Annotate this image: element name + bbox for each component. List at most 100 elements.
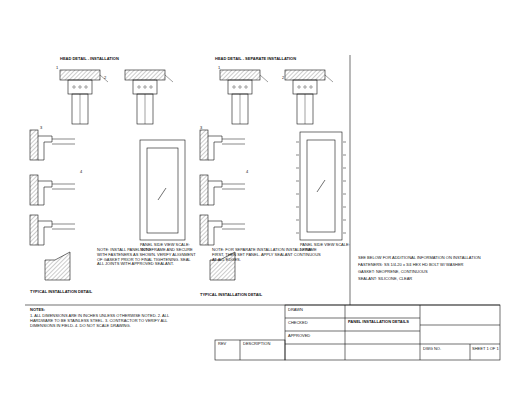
frame-profile <box>293 80 317 94</box>
panel-edge <box>52 189 75 190</box>
fastener <box>144 86 146 88</box>
sheet-label: 1 <box>218 66 224 71</box>
fastener-tick <box>296 207 299 208</box>
fastener-tick <box>343 220 346 221</box>
fastener <box>138 86 140 88</box>
frame-angle <box>38 181 52 205</box>
panel-edge <box>52 144 75 145</box>
sheet-label: TYPICAL INSTALLATION DETAIL <box>200 293 270 298</box>
panel-edge <box>222 224 245 225</box>
fastener <box>85 86 87 88</box>
frame-angle <box>38 136 52 160</box>
sheet-label: DWG NO. <box>423 347 468 352</box>
fastener-tick <box>296 233 299 234</box>
frame-profile <box>68 80 92 94</box>
sheet-label: APPROVED <box>288 334 338 339</box>
fastener-tick <box>343 155 346 156</box>
panel-edge <box>222 229 245 230</box>
sheet-label: 3 <box>200 126 206 131</box>
fastener-tick <box>296 220 299 221</box>
fastener-tick <box>343 207 346 208</box>
fastener-tick <box>296 194 299 195</box>
wall-section <box>220 70 260 80</box>
panel-edge <box>222 144 245 145</box>
door-elevation <box>140 140 185 240</box>
frame-angle <box>208 136 222 160</box>
jamb-section <box>200 175 208 205</box>
fastener <box>73 86 75 88</box>
fastener-tick <box>296 142 299 143</box>
wall-section <box>125 70 165 80</box>
jamb-section <box>200 215 208 245</box>
revision-box <box>215 340 285 360</box>
wall-section <box>60 70 100 80</box>
panel-edge <box>222 189 245 190</box>
sheet-label: NOTE: INSTALL PANEL INTO FRAME AND SECUR… <box>97 248 197 267</box>
sheet-label: NOTES: <box>30 308 70 313</box>
jamb-section <box>200 130 208 160</box>
panel-section <box>72 94 88 124</box>
fastener <box>150 86 152 88</box>
sheet-label: GASKET: NEOPRENE, CONTINUOUS <box>358 270 488 275</box>
fastener-tick <box>343 168 346 169</box>
sill-section <box>45 252 70 280</box>
center-line <box>305 94 306 124</box>
leader-line <box>165 75 173 82</box>
frame-profile <box>228 80 252 94</box>
fastener-tick <box>343 233 346 234</box>
panel-edge <box>52 229 75 230</box>
wall-section <box>285 70 325 80</box>
fastener <box>239 86 241 88</box>
fastener-tick <box>343 181 346 182</box>
fastener <box>245 86 247 88</box>
sheet-label: HEAD DETAIL - INSTALLATION <box>60 57 150 62</box>
jamb-section <box>30 130 38 160</box>
center-line <box>240 94 241 124</box>
panel-edge <box>52 184 75 185</box>
frame-angle <box>208 221 222 245</box>
sheet-label: SEE BELOW FOR ADDITIONAL INFORMATION ON … <box>358 256 488 261</box>
leader-line <box>325 75 333 82</box>
fastener-tick <box>296 168 299 169</box>
fastener <box>233 86 235 88</box>
center-line <box>80 94 81 124</box>
fastener-tick <box>343 142 346 143</box>
frame-angle <box>38 221 52 245</box>
fastener <box>298 86 300 88</box>
sheet-label: DESCRIPTION <box>243 342 283 347</box>
sheet-label: 3 <box>40 126 46 131</box>
fastener <box>79 86 81 88</box>
fastener <box>310 86 312 88</box>
panel-edge <box>52 139 75 140</box>
sheet-label: NOTE: FOR SEPARATE INSTALLATION INSTALL … <box>212 248 322 262</box>
sheet-label: REV <box>218 342 238 347</box>
frame-angle <box>208 181 222 205</box>
sheet-label: 2 <box>104 76 110 81</box>
sheet-label: 4 <box>80 170 86 175</box>
door-elevation <box>300 132 342 240</box>
panel-edge <box>222 139 245 140</box>
panel-edge <box>52 224 75 225</box>
fastener <box>304 86 306 88</box>
sheet-label: CHECKED <box>288 321 338 326</box>
sheet-label: SEALANT: SILICONE, CLEAR <box>358 277 488 282</box>
jamb-section <box>30 175 38 205</box>
sheet-label: SHEET 1 OF 1 <box>472 347 499 352</box>
center-line <box>145 94 146 124</box>
panel-section <box>232 94 248 124</box>
fastener-tick <box>343 194 346 195</box>
sheet-label: FASTENERS: SS 1/4-20 x 3/4 HEX HD BOLT W… <box>358 263 488 268</box>
sheet-label: 2 <box>282 76 288 81</box>
sheet-label: TYPICAL INSTALLATION DETAIL <box>30 290 100 295</box>
fastener-tick <box>296 155 299 156</box>
sheet-label: 1 <box>56 66 62 71</box>
sheet-label: DRAWN <box>288 308 338 313</box>
sheet-label: PANEL INSTALLATION DETAILS <box>348 320 418 325</box>
sheet-label: 4 <box>246 170 252 175</box>
panel-section <box>297 94 313 124</box>
panel-edge <box>222 184 245 185</box>
frame-profile <box>133 80 157 94</box>
panel-section <box>137 94 153 124</box>
